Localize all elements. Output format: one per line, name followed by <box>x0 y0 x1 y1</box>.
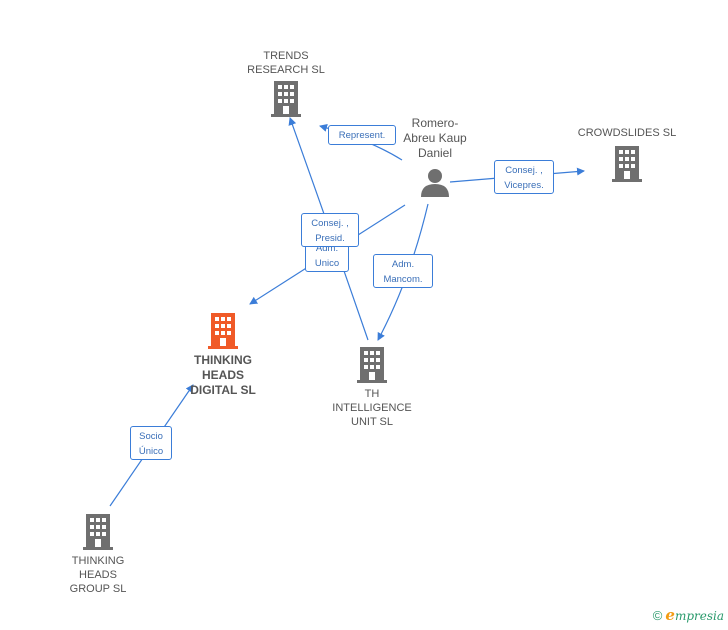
node-label: TH INTELLIGENCE UNIT SL <box>332 388 412 428</box>
brand-name: mpresia <box>674 609 724 623</box>
relation-label-consej-presid[interactable]: Consej. , Presid. <box>301 213 359 247</box>
building-icon <box>208 313 238 349</box>
node-label: THINKING HEADS DIGITAL SL <box>190 353 256 397</box>
node-thinking-heads-digital[interactable]: THINKING HEADS DIGITAL SL <box>178 313 268 398</box>
brand-logo: empresia <box>665 606 724 624</box>
building-icon <box>271 81 301 117</box>
building-icon <box>612 146 642 182</box>
node-thinking-heads-group[interactable]: THINKING HEADS GROUP SL <box>58 514 138 596</box>
relation-label-consej-vicepres[interactable]: Consej. , Vicepres. <box>494 160 554 194</box>
building-icon <box>83 514 113 550</box>
node-person[interactable]: Romero- Abreu Kaup Daniel <box>395 116 475 197</box>
brand-footer: © empresia <box>653 606 724 624</box>
brand-initial: e <box>665 606 675 624</box>
node-th-intelligence-unit[interactable]: TH INTELLIGENCE UNIT SL <box>327 347 417 429</box>
relation-label-represent[interactable]: Represent. <box>328 125 396 145</box>
person-icon <box>421 169 449 197</box>
building-icon <box>357 347 387 383</box>
node-trends-research[interactable]: TRENDS RESEARCH SL <box>238 49 334 117</box>
relation-label-socio-unico[interactable]: Socio Único <box>130 426 172 460</box>
copyright-symbol: © <box>652 607 663 623</box>
node-label: Romero- Abreu Kaup Daniel <box>403 116 467 160</box>
node-label: CROWDSLIDES SL <box>577 127 677 139</box>
node-label: TRENDS RESEARCH SL <box>247 50 325 76</box>
node-label: THINKING HEADS GROUP SL <box>69 555 127 595</box>
node-crowdslides[interactable]: CROWDSLIDES SL <box>572 126 682 182</box>
relation-label-adm-mancom[interactable]: Adm. Mancom. <box>373 254 433 288</box>
